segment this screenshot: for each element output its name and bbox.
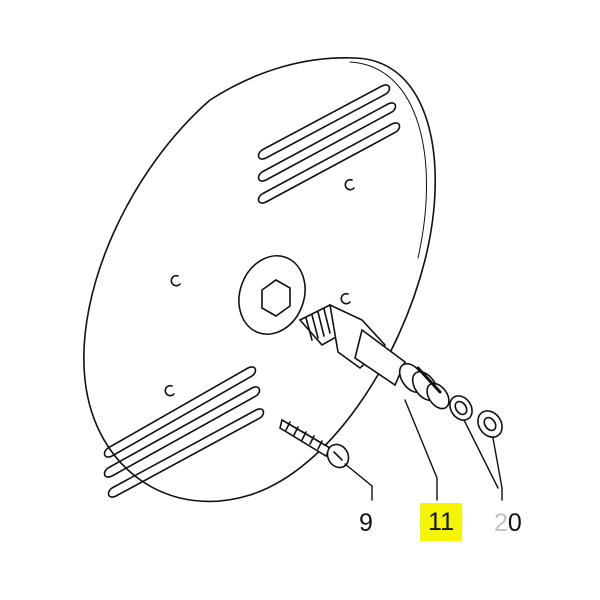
screw	[279, 418, 350, 469]
mounting-holes	[164, 178, 355, 397]
lower-vent-slots	[103, 366, 265, 498]
upper-vent-slots	[257, 84, 401, 204]
center-hub	[238, 255, 306, 335]
callout-9: 9	[359, 509, 373, 537]
callout-20: 20	[494, 508, 522, 538]
valve-stem	[298, 303, 450, 410]
washers	[449, 395, 503, 438]
callout-digit: 2	[494, 509, 508, 537]
callout-digit: 0	[507, 509, 522, 537]
callout-11-highlighted: 11	[420, 503, 462, 541]
cover-disk	[83, 56, 436, 503]
leader-lines	[344, 399, 503, 501]
